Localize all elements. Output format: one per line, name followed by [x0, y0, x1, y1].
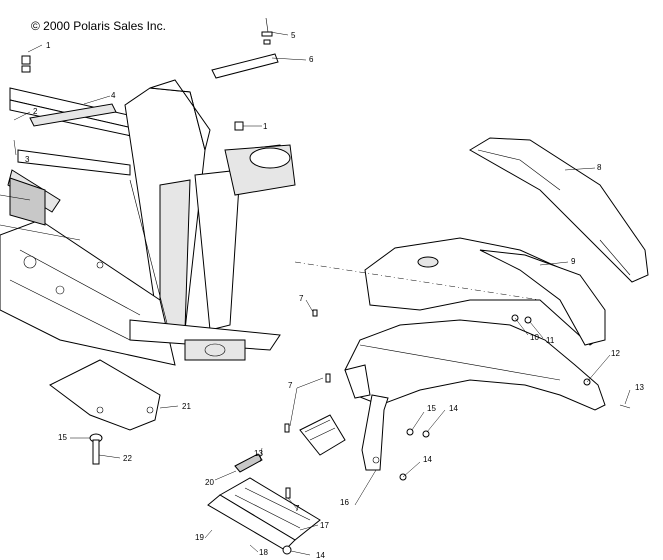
callout-14c: 14: [316, 551, 325, 560]
part-9-rear-fender: [294, 237, 606, 346]
callout-20: 20: [205, 478, 214, 487]
callout-3: 3: [25, 155, 30, 164]
callout-6: 6: [309, 55, 314, 64]
callout-2: 2: [33, 107, 38, 116]
callout-1b: 1: [263, 122, 268, 131]
callout-11: 11: [546, 336, 555, 345]
callout-7b: 7: [288, 381, 293, 390]
callout-19: 19: [195, 533, 204, 542]
part-19-footrest-plate: [207, 494, 296, 551]
part-22-bolt: [92, 439, 100, 465]
part-6-plate: [211, 53, 279, 79]
part-1-clip-top: [21, 55, 31, 73]
callout-14a: 14: [449, 404, 458, 413]
callout-15b: 15: [58, 433, 67, 442]
callout-10: 10: [530, 333, 539, 342]
callout-1a: 1: [46, 41, 51, 50]
callout-18: 18: [259, 548, 268, 557]
callout-8: 8: [597, 163, 602, 172]
part-17-footrest: [219, 477, 321, 541]
callout-7c: 7: [295, 504, 300, 513]
frame-assembly: [0, 79, 296, 366]
part-16-mudflap: [361, 394, 389, 471]
part-8-front-cover: [469, 137, 649, 283]
part-12-fender-body: [344, 319, 606, 411]
callout-7a: 7: [299, 294, 304, 303]
part-footrest-bracket: [299, 414, 346, 456]
callout-14b: 14: [423, 455, 432, 464]
callout-17: 17: [320, 521, 329, 530]
callout-4: 4: [111, 91, 116, 100]
part-1-clip-right: [234, 121, 244, 131]
callout-5: 5: [291, 31, 296, 40]
callout-21: 21: [182, 402, 191, 411]
callout-9: 9: [571, 257, 576, 266]
part-5-bolt: [261, 17, 273, 45]
callout-13b: 13: [254, 449, 263, 458]
callout-13a: 13: [635, 383, 644, 392]
copyright-notice: © 2000 Polaris Sales Inc.: [31, 19, 166, 33]
part-21-skid-plate: [49, 359, 161, 431]
callout-16: 16: [340, 498, 349, 507]
callout-15a: 15: [427, 404, 436, 413]
callout-12: 12: [611, 349, 620, 358]
leader-lines: [13, 31, 631, 556]
callouts: 1 2 3 4 5 6 1 7 8 9 10 11 12 13 7 15 14 …: [25, 31, 644, 560]
part-20-strip: [234, 453, 263, 473]
callout-22: 22: [123, 454, 132, 463]
